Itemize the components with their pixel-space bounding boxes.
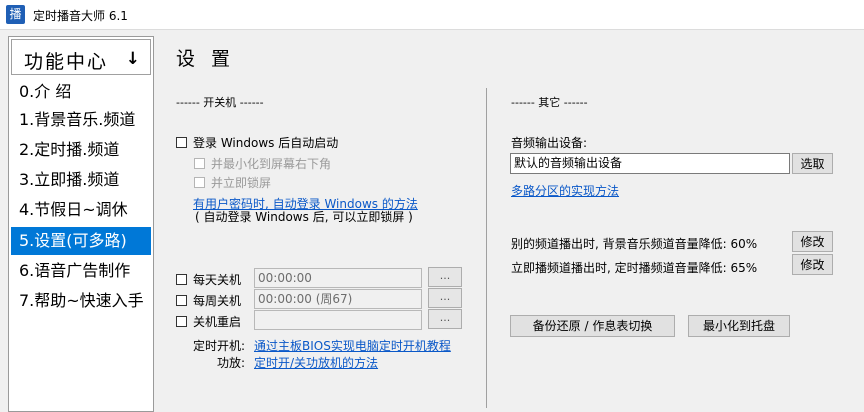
vertical-separator xyxy=(486,88,487,408)
sidebar-item-intro[interactable]: 0.介 绍 xyxy=(19,82,72,101)
sidebar-item-timed-play[interactable]: 2.定时播.频道 xyxy=(19,140,120,159)
audio-device-label: 音频输出设备: xyxy=(511,136,588,150)
auto-start-checkbox-box[interactable] xyxy=(176,137,187,148)
function-center-label: 功能中心 xyxy=(24,51,109,73)
auto-login-note: ( 自动登录 Windows 后, 可以立即锁屏 ) xyxy=(195,210,413,224)
arrow-down-icon: ↓ xyxy=(125,49,140,69)
daily-shutdown-time[interactable]: 00:00:00 xyxy=(254,268,422,288)
power-section-label: ------ 开关机 ------ xyxy=(176,96,264,109)
amp-control-link[interactable]: 定时开/关功放机的方法 xyxy=(254,356,379,370)
sidebar-item-instant-play[interactable]: 3.立即播.频道 xyxy=(19,170,120,189)
modify-bg-volume-button[interactable]: 修改 xyxy=(792,231,833,252)
daily-shutdown-checkbox[interactable]: 每天关机 xyxy=(176,271,241,288)
minimize-checkbox-box[interactable] xyxy=(194,158,205,169)
lock-screen-label: 并立即锁屏 xyxy=(211,176,272,190)
amp-label: 功放: xyxy=(217,356,246,370)
timed-boot-label: 定时开机: xyxy=(193,339,246,353)
weekly-shutdown-time[interactable]: 00:00:00 (周67) xyxy=(254,289,422,309)
restart-picker-button[interactable]: ... xyxy=(428,309,462,329)
restart-checkbox[interactable]: 关机重启 xyxy=(176,313,241,330)
window-title: 定时播音大师 6.1 xyxy=(33,9,128,23)
daily-shutdown-label: 每天关机 xyxy=(193,273,242,287)
bg-volume-lower-label: 别的频道播出时, 背景音乐频道音量降低: 60% xyxy=(511,237,758,251)
app-icon: 播 xyxy=(6,5,25,24)
minimize-checkbox[interactable]: 并最小化到屏幕右下角 xyxy=(194,155,331,172)
lock-screen-checkbox[interactable]: 并立即锁屏 xyxy=(194,174,271,191)
multi-zone-link[interactable]: 多路分区的实现方法 xyxy=(511,184,620,198)
audio-device-field[interactable]: 默认的音频输出设备 xyxy=(510,153,790,174)
timed-volume-lower-label: 立即播频道播出时, 定时播频道音量降低: 65% xyxy=(511,261,758,275)
sidebar-item-help[interactable]: 7.帮助~快速入手 xyxy=(19,291,144,310)
restart-checkbox-box[interactable] xyxy=(176,316,187,327)
function-center-dropdown[interactable]: 功能中心 ↓ xyxy=(11,39,151,75)
sidebar-item-voice-ad[interactable]: 6.语音广告制作 xyxy=(19,261,131,280)
page-title: 设 置 xyxy=(176,48,236,70)
sidebar-item-background-music[interactable]: 1.背景音乐.频道 xyxy=(19,110,136,129)
modify-timed-volume-button[interactable]: 修改 xyxy=(792,254,833,275)
auto-start-label: 登录 Windows 后自动启动 xyxy=(193,136,339,150)
restart-label: 关机重启 xyxy=(193,315,242,329)
sidebar-item-settings[interactable]: 5.设置(可多路) xyxy=(11,227,151,255)
weekly-shutdown-picker-button[interactable]: ... xyxy=(428,288,462,308)
restart-time[interactable] xyxy=(254,310,422,330)
function-sidebar: 功能中心 ↓ 0.介 绍 1.背景音乐.频道 2.定时播.频道 3.立即播.频道… xyxy=(8,36,154,412)
sidebar-item-holidays[interactable]: 4.节假日~调休 xyxy=(19,200,128,219)
select-device-button[interactable]: 选取 xyxy=(792,153,833,174)
weekly-shutdown-checkbox[interactable]: 每周关机 xyxy=(176,292,241,309)
daily-shutdown-picker-button[interactable]: ... xyxy=(428,267,462,287)
title-bar: 播 定时播音大师 6.1 xyxy=(0,0,864,30)
weekly-shutdown-checkbox-box[interactable] xyxy=(176,295,187,306)
daily-shutdown-checkbox-box[interactable] xyxy=(176,274,187,285)
weekly-shutdown-label: 每周关机 xyxy=(193,294,242,308)
auto-start-checkbox[interactable]: 登录 Windows 后自动启动 xyxy=(176,134,338,151)
backup-restore-button[interactable]: 备份还原 / 作息表切换 xyxy=(510,315,675,337)
auto-login-link[interactable]: 有用户密码时, 自动登录 Windows 的方法 xyxy=(193,197,418,211)
bios-boot-link[interactable]: 通过主板BIOS实现电脑定时开机教程 xyxy=(254,339,451,353)
minimize-to-tray-button[interactable]: 最小化到托盘 xyxy=(688,315,790,337)
minimize-label: 并最小化到屏幕右下角 xyxy=(211,157,332,171)
lock-screen-checkbox-box[interactable] xyxy=(194,177,205,188)
other-section-label: ------ 其它 ------ xyxy=(511,96,588,109)
